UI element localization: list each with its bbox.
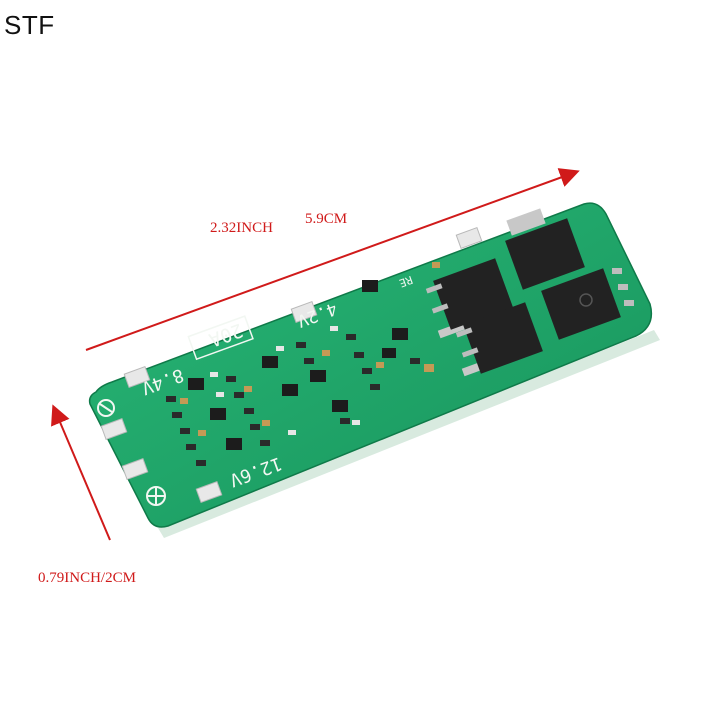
passive-components: [166, 262, 440, 466]
width-label: 0.79INCH/2CM: [38, 570, 136, 586]
length-arrow: [85, 168, 580, 351]
solder-pads: [100, 227, 483, 503]
polarity-markings: [97, 399, 166, 506]
width-arrow: [51, 404, 111, 541]
length-inch-label: 2.32INCH: [210, 220, 273, 236]
mosfets: [425, 208, 634, 377]
re-label: RE: [397, 273, 414, 290]
pcb-board: 20A 8.4V 4.2V 12.6V RE: [88, 202, 660, 538]
small-ics: [188, 280, 408, 450]
length-cm-label: 5.9CM: [305, 211, 348, 227]
brand-logo: STF: [4, 10, 55, 40]
minus-icon: [97, 399, 115, 417]
